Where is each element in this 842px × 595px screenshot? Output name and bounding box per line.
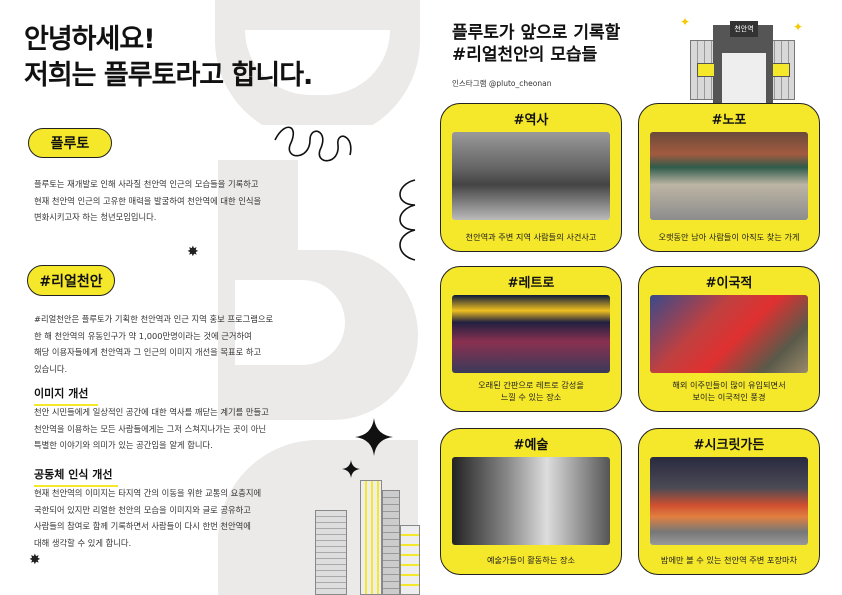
right-title-line-1: 플루토가 앞으로 기록할 (452, 23, 621, 43)
burst-icon: ✸ (187, 244, 199, 260)
headline-line-2: 저희는 플루토라고 합니다. (24, 60, 313, 91)
card-photo (452, 457, 610, 545)
sparkle-icon: ✦ (680, 15, 691, 29)
right-title: 플루토가 앞으로 기록할 #리얼천안의 모습들 (452, 22, 620, 66)
card-title: #노포 (711, 113, 747, 128)
section-heading-image: 이미지 개선 (34, 385, 98, 406)
card-photo (650, 132, 808, 220)
card-caption: 예술가들이 활동하는 장소 (486, 555, 576, 565)
card-caption: 해외 이주민들이 많이 유입되면서 보이는 이국적인 풍경 (672, 380, 786, 402)
card-art[interactable]: #예술 예술가들이 활동하는 장소 (440, 428, 622, 575)
card-exotic[interactable]: #이국적 해외 이주민들이 많이 유입되면서 보이는 이국적인 풍경 (638, 266, 820, 412)
pluto-pill: 플루토 (28, 128, 112, 158)
wave-line-icon (399, 179, 416, 261)
card-secret-garden[interactable]: #시크릿가든 밤에만 볼 수 있는 천안역 주변 포장마차 (638, 428, 820, 575)
sparkle-icon (355, 418, 393, 456)
section-heading-community: 공동체 인식 개선 (34, 466, 118, 487)
section-text-image: 천안 시민들에게 일상적인 공간에 대한 역사를 깨닫는 계기를 만들고 천안역… (34, 407, 269, 450)
card-caption: 오래된 간판으로 레트로 감성을 느낄 수 있는 장소 (478, 380, 584, 402)
headline-line-1: 안녕하세요! (24, 24, 156, 55)
squiggle-icon (274, 126, 352, 162)
card-title: #레트로 (507, 276, 555, 291)
sparkle-icon: ✦ (793, 20, 804, 34)
card-caption: 천안역과 주변 지역 사람들의 사건사고 (465, 232, 597, 242)
card-title: #역사 (513, 113, 549, 128)
station-sign: 천안역 (730, 21, 758, 37)
headline: 안녕하세요! 저희는 플루토라고 합니다. (24, 22, 313, 94)
card-history[interactable]: #역사 천안역과 주변 지역 사람들의 사건사고 (440, 103, 622, 252)
burst-icon: ✸ (29, 552, 41, 568)
card-photo (650, 457, 808, 545)
card-photo (650, 295, 808, 373)
card-title: #시크릿가든 (693, 438, 765, 453)
card-photo (452, 295, 610, 373)
station-illustration: ✦ ✦ 천안역 (680, 15, 805, 103)
card-title: #예술 (513, 438, 549, 453)
card-old-shop[interactable]: #노포 오랫동안 남아 사람들이 아직도 찾는 가게 (638, 103, 820, 252)
card-photo (452, 132, 610, 220)
card-retro[interactable]: #레트로 오래된 간판으로 레트로 감성을 느낄 수 있는 장소 (440, 266, 622, 412)
card-title: #이국적 (705, 276, 753, 291)
pluto-description: 플루토는 재개발로 인해 사라질 천안역 인근의 모습들을 기록하고 현재 천안… (34, 179, 262, 222)
instagram-handle[interactable]: 인스타그램 @pluto_cheonan (452, 79, 552, 88)
right-title-line-2: #리얼천안의 모습들 (452, 45, 598, 65)
sparkle-icon (342, 460, 360, 478)
card-caption: 밤에만 볼 수 있는 천안역 주변 포장마차 (660, 555, 798, 565)
card-caption: 오랫동안 남아 사람들이 아직도 찾는 가게 (658, 232, 800, 242)
real-cheonan-pill: #리얼천안 (27, 265, 115, 296)
buildings-illustration (315, 480, 420, 595)
section-text-community: 현재 천안역의 이미지는 타지역 간의 이동을 위한 교통의 요충지에 국한되어… (34, 488, 262, 548)
real-cheonan-description: #리얼천안은 플루토가 기획한 천안역과 인근 지역 홍보 프로그램으로 한 해… (34, 314, 274, 374)
